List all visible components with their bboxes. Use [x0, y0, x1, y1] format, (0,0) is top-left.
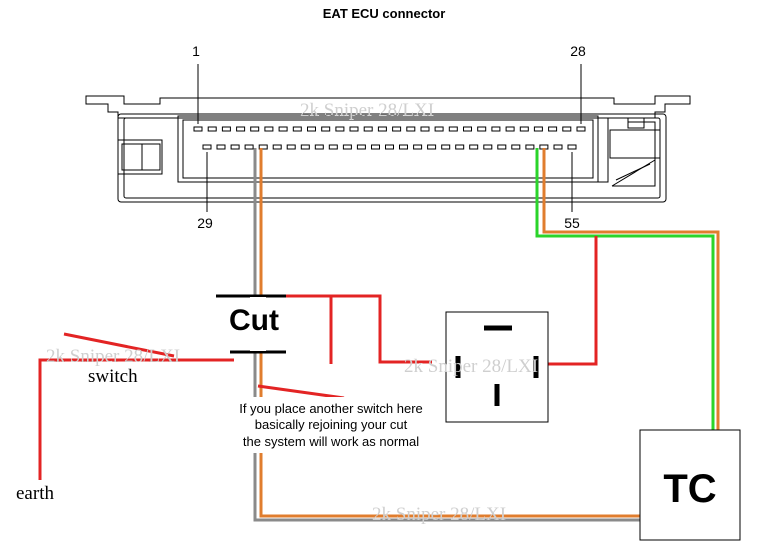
watermark-left: 2k Sniper 28/LXI — [46, 346, 180, 367]
rejoin-note: If you place another switch here basical… — [218, 397, 444, 453]
top-row-pin — [264, 126, 274, 132]
bottom-row-pin — [216, 144, 226, 150]
bottom-row-pin — [483, 144, 493, 150]
orange-wire — [259, 148, 640, 518]
orange-wire-tc — [542, 148, 720, 432]
bottom-row-pin — [497, 144, 507, 150]
pin-label-1: 1 — [192, 43, 200, 59]
bottom-row-pin — [399, 144, 408, 150]
bottom-row-pin — [286, 144, 296, 150]
top-row-pin — [292, 126, 302, 132]
top-row-pin — [377, 126, 387, 132]
bottom-row-pin — [553, 144, 563, 150]
diagram-title: EAT ECU connector — [323, 6, 446, 21]
note-line-1: If you place another switch here — [239, 401, 423, 416]
top-row-pin — [236, 126, 246, 132]
top-row-pin — [434, 126, 444, 132]
top-row-pin — [335, 126, 345, 132]
bottom-row-pin — [244, 144, 254, 150]
bottom-row-pin — [342, 144, 352, 150]
top-row-pin — [321, 126, 331, 132]
top-row-pin — [562, 126, 572, 132]
top-row-pin — [193, 126, 203, 132]
tc-label: TC — [663, 467, 716, 511]
bottom-row-pin — [272, 144, 282, 150]
bottom-row-pin — [300, 144, 310, 150]
top-row-pin — [533, 126, 543, 132]
relay-feed-wire — [262, 294, 432, 364]
pin-label-29: 29 — [197, 215, 213, 231]
cut-label: Cut — [229, 304, 279, 337]
top-row-pin — [406, 126, 416, 132]
note-line-2: basically rejoining your cut — [255, 417, 408, 432]
bottom-row-pin — [258, 144, 268, 150]
red-wires — [38, 236, 598, 480]
bottom-row-pin — [441, 144, 451, 150]
top-row-pin — [491, 126, 501, 132]
bottom-row-pin — [427, 144, 437, 150]
relay-return-wire — [536, 236, 598, 366]
pin-leaders — [197, 64, 582, 212]
relay — [445, 311, 549, 423]
top-row-pin — [505, 126, 515, 132]
top-row-pin — [250, 126, 260, 132]
watermark-bottom: 2k Sniper 28/LXI — [372, 504, 506, 525]
top-row-pin — [463, 126, 472, 132]
top-row-pin — [576, 126, 586, 132]
ecu-connector — [85, 95, 691, 203]
pin-rows — [193, 126, 586, 150]
top-row-pin — [477, 126, 487, 132]
switch-label: switch — [88, 366, 138, 387]
cut-marker — [216, 294, 286, 354]
top-row-pin — [349, 126, 359, 132]
pin-label-55: 55 — [564, 215, 580, 231]
top-row-pin — [420, 126, 430, 132]
watermark-relay: 2k Sniper 28/LXI — [404, 356, 538, 377]
bottom-row-pin — [371, 144, 380, 150]
bottom-row-pin — [202, 144, 212, 150]
top-row-pin — [363, 126, 373, 132]
top-row-pin — [519, 126, 529, 132]
bottom-row-pin — [314, 144, 324, 150]
top-row-pin — [448, 126, 458, 132]
top-row-pin — [278, 126, 288, 132]
harness-wires — [253, 148, 720, 522]
top-row-pin — [392, 126, 402, 132]
pin-label-28: 28 — [570, 43, 586, 59]
switch-wire — [38, 358, 234, 480]
earth-label: earth — [16, 483, 54, 504]
top-row-pin — [221, 126, 231, 132]
bottom-row-pin — [455, 144, 465, 150]
note-line-3: the system will work as normal — [243, 434, 419, 449]
bottom-row-pin — [511, 144, 521, 150]
top-row-pin — [548, 126, 558, 132]
top-row-pin — [307, 126, 316, 132]
grey-wire — [253, 148, 640, 522]
bottom-row-pin — [356, 144, 366, 150]
top-row-pin — [207, 126, 217, 132]
watermark-top: 2k Sniper 28/LXI — [300, 100, 434, 121]
bottom-row-pin — [567, 144, 577, 150]
rejoin-wire — [257, 384, 345, 400]
tc-module — [639, 429, 741, 541]
bottom-row-pin — [525, 144, 535, 150]
bottom-row-pin — [469, 144, 479, 150]
bottom-row-pin — [413, 144, 423, 150]
bottom-row-pin — [230, 144, 240, 150]
bottom-row-pin — [328, 144, 338, 150]
switch-lever — [63, 332, 175, 358]
green-wire — [535, 148, 715, 432]
bottom-row-pin — [385, 144, 394, 150]
